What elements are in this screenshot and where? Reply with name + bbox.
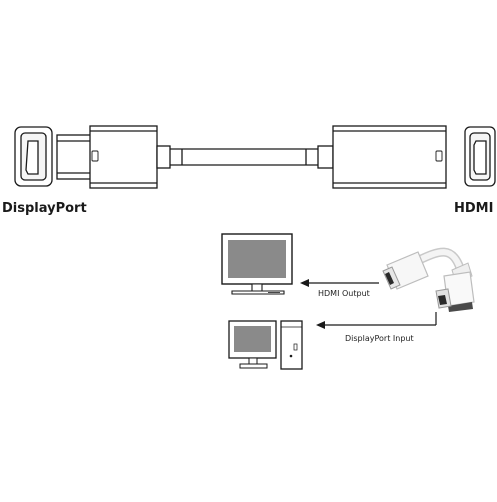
desktop-computer-icon: [228, 320, 303, 370]
adapter-cable-icon: [382, 247, 475, 312]
hdmi-receptacle-body: [332, 125, 447, 189]
hdmi-output-arrow: [300, 279, 379, 287]
displayport-input-arrow: [316, 312, 437, 329]
displayport-port-icon: [14, 126, 53, 187]
displayport-plug-body: [89, 125, 158, 189]
strain-relief-right: [317, 145, 334, 169]
hdmi-label: HDMI: [454, 201, 494, 216]
cable-drawing: [14, 125, 496, 189]
displayport-label: DisplayPort: [2, 201, 87, 216]
hdmi-output-label: HDMI Output: [318, 289, 370, 298]
hdmi-port-icon: [464, 126, 496, 187]
displayport-input-label: DisplayPort Input: [345, 334, 414, 343]
displayport-plug: [56, 134, 94, 180]
strain-relief-left: [156, 145, 171, 169]
monitor-icon: [221, 233, 293, 295]
cable: [170, 148, 318, 166]
